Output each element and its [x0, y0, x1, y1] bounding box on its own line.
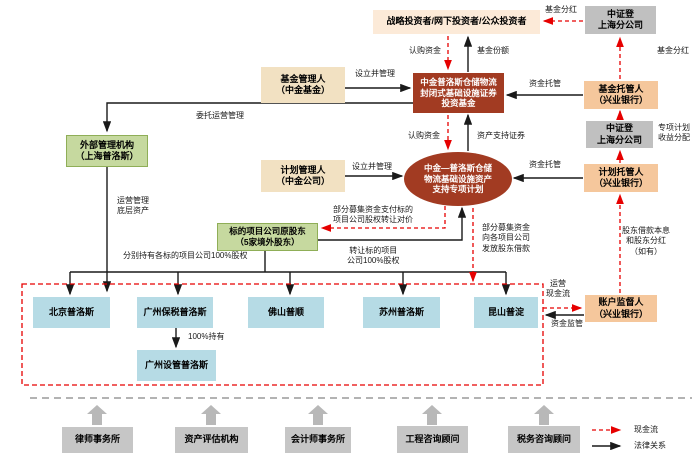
label-plan-income-dist: 专项计划 收益分配 [658, 123, 690, 143]
label-fund-dividend-top: 基金分红 [545, 5, 577, 14]
label-fund-supervision: 资金监管 [551, 319, 583, 328]
investors-box: 战略投资者/网下投资者/公众投资者 [373, 10, 540, 34]
project-company-beijing: 北京普洛斯 [33, 297, 110, 328]
project-company-foshan: 佛山普顺 [248, 297, 324, 328]
label-ops-cash-flow: 运营 现金流 [546, 279, 570, 299]
asset-appraiser-box: 资产评估机构 [175, 427, 248, 453]
cash-flow-lines [21, 17, 624, 434]
label-transfer-equity: 转让标的项目 公司100%股权 [347, 246, 400, 266]
intermediary-arrows [87, 405, 554, 425]
label-setup-manage-mid: 设立并管理 [352, 162, 392, 171]
label-plan-custody: 资金托管 [529, 160, 561, 169]
csdc-shanghai-top-box: 中证登 上海分公司 [585, 6, 656, 34]
label-abs-securities: 资产支持证券 [477, 131, 525, 140]
plan-manager-box: 计划管理人 （中金公司） [261, 160, 345, 192]
public-reit-fund-box: 中金普洛斯仓储物流 封闭式基础设施证券 投资基金 [413, 73, 504, 113]
label-fund-dividend-right: 基金分红 [657, 46, 689, 55]
project-company-kunshan: 昆山普淀 [474, 297, 538, 328]
plan-custodian-box: 计划托管人 （兴业银行） [584, 164, 658, 192]
label-ops-underlying: 运营管理 底层资产 [117, 196, 149, 216]
abs-plan-ellipse: 中金—普洛斯仓储 物流基础设施资产 支持专项计划 [404, 152, 512, 206]
fund-custodian-box: 基金托管人 （兴业银行） [584, 81, 658, 109]
label-subscribe-top: 认购资金 [409, 46, 441, 55]
project-company-suzhou: 苏州普洛斯 [363, 297, 440, 328]
tax-consultant-box: 税务咨询顾问 [508, 426, 580, 453]
legend-legal-relation-label: 法律关系 [634, 441, 666, 450]
label-hold-equity: 分别持有各标的项目公司100%股权 [123, 251, 248, 260]
label-fund-custody: 资金托管 [529, 79, 561, 88]
external-manager-box: 外部管理机构 （上海普洛斯） [66, 135, 148, 167]
label-subscribe-mid: 认购资金 [408, 131, 440, 140]
label-pay-consideration: 部分募集资金支付标的 项目公司股权转让对价 [333, 205, 413, 225]
accounting-firm-box: 会计师事务所 [285, 427, 351, 453]
project-companies-boundary [21, 283, 544, 386]
fund-manager-box: 基金管理人 （中金基金） [261, 67, 345, 103]
project-company-guangzhou-sheguan: 广州设管普洛斯 [137, 350, 216, 381]
label-fund-shares: 基金份额 [477, 46, 509, 55]
law-firm-box: 律师事务所 [62, 427, 133, 453]
legal-relation-lines [65, 35, 622, 451]
project-company-guangzhou-baoshui: 广州保税普洛斯 [137, 297, 213, 328]
legend-cash-flow-label: 现金流 [634, 425, 658, 434]
csdc-shanghai-mid-box: 中证登 上海分公司 [586, 121, 653, 148]
label-shareholder-loan: 部分募集资金 向各项目公司 发放股东借款 [482, 223, 530, 253]
original-shareholders-box: 标的项目公司原股东 （5家境外股东） [217, 223, 318, 251]
label-hold-100: 100%持有 [188, 332, 225, 341]
label-setup-manage-top: 设立并管理 [355, 69, 395, 78]
label-loan-principal: 股东借款本息 和股东分红 （如有） [622, 226, 670, 256]
label-entrust-ops: 委托运营管理 [196, 111, 244, 120]
engineering-consultant-box: 工程咨询顾问 [397, 426, 468, 453]
account-supervisor-box: 账户监督人 （兴业银行） [585, 295, 657, 322]
